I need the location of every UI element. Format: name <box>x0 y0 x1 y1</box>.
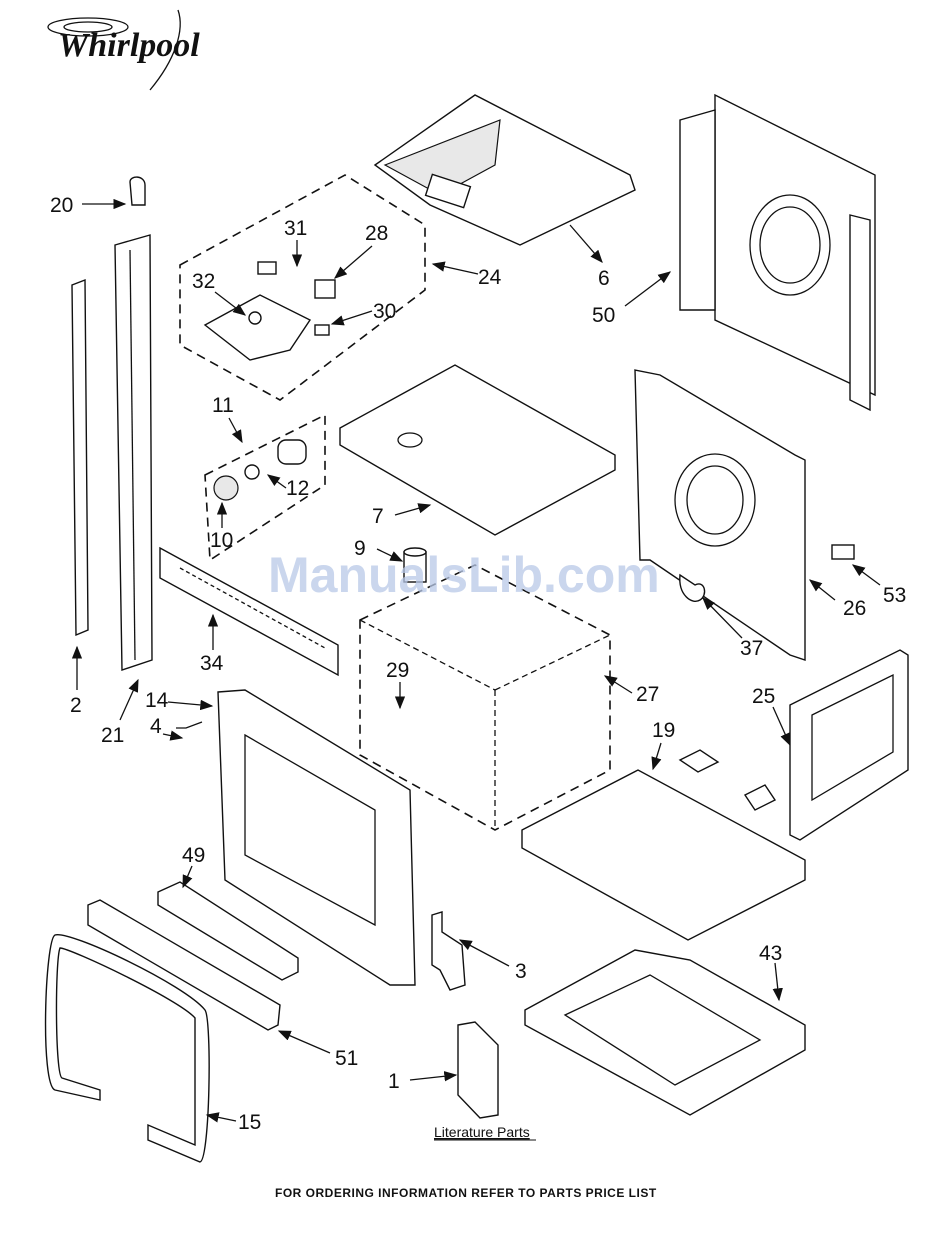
part-2-side-rail <box>72 280 88 635</box>
label-part-24: 24 <box>478 266 502 289</box>
label-part-32: 32 <box>192 270 215 293</box>
label-part-15: 15 <box>238 1111 261 1134</box>
part-21-side-trim <box>115 235 152 670</box>
label-part-3: 3 <box>515 960 527 983</box>
part-6-top-cover <box>375 95 635 245</box>
label-part-7: 7 <box>372 505 384 528</box>
literature-parts-label: Literature Parts <box>434 1124 530 1140</box>
label-part-30: 30 <box>373 300 396 323</box>
label-part-37: 37 <box>740 637 763 660</box>
label-part-49: 49 <box>182 844 205 867</box>
part-43-base-pan <box>525 950 805 1115</box>
part-53-bracket <box>832 545 854 559</box>
part-26-rear-inner-panel <box>635 370 805 660</box>
label-part-43: 43 <box>759 942 782 965</box>
label-part-27: 27 <box>636 683 659 706</box>
part-20-clip <box>130 177 145 205</box>
label-part-34: 34 <box>200 652 224 675</box>
part-50-rear-panel <box>680 95 875 410</box>
logo-text: Whirlpool <box>58 27 200 64</box>
label-part-53: 53 <box>883 584 906 607</box>
label-part-1: 1 <box>388 1070 400 1093</box>
part-19-bottom-cover <box>522 750 805 940</box>
part-24-control-group <box>180 175 425 400</box>
label-part-26: 26 <box>843 597 866 620</box>
label-part-19: 19 <box>652 719 675 742</box>
brand-logo: Whirlpool <box>48 10 200 90</box>
footer-ordering-note: FOR ORDERING INFORMATION REFER TO PARTS … <box>275 1186 657 1200</box>
label-part-14: 14 <box>145 689 169 712</box>
part-3-hinge-bracket <box>432 912 465 990</box>
part-4-screw <box>176 722 202 728</box>
label-part-10: 10 <box>210 529 233 552</box>
label-part-11: 11 <box>212 394 234 417</box>
label-part-29: 29 <box>386 659 409 682</box>
label-part-50: 50 <box>592 304 615 327</box>
label-part-31: 31 <box>284 217 307 240</box>
label-part-21: 21 <box>101 724 124 747</box>
label-part-20: 20 <box>50 194 73 217</box>
label-part-2: 2 <box>70 694 82 717</box>
label-part-25: 25 <box>752 685 775 708</box>
watermark: ManualsLib.com <box>268 547 660 603</box>
part-25-side-panel <box>790 650 908 840</box>
label-part-28: 28 <box>365 222 388 245</box>
label-part-12: 12 <box>286 477 309 500</box>
label-part-4: 4 <box>150 715 162 738</box>
label-part-6: 6 <box>598 267 610 290</box>
part-1-literature <box>458 1022 498 1118</box>
label-part-51: 51 <box>335 1047 358 1070</box>
